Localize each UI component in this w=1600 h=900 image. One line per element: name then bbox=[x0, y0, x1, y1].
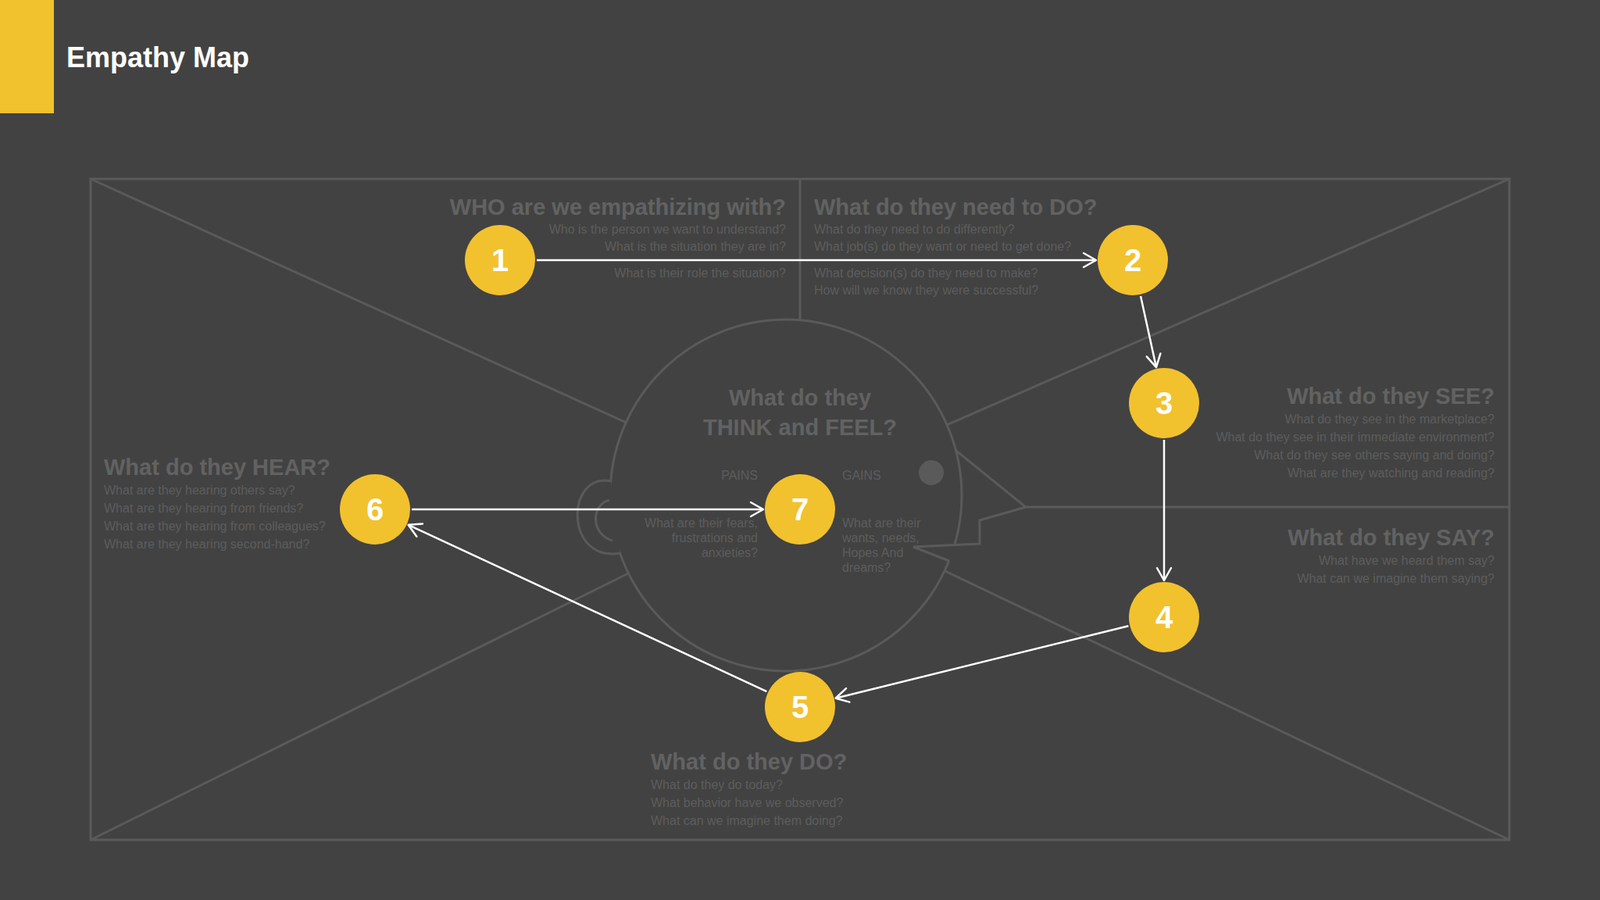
section-question: What decision(s) do they need to make? bbox=[814, 266, 1038, 281]
arrow-head bbox=[1146, 353, 1161, 368]
section-heading: What do they SAY? bbox=[1287, 524, 1495, 551]
step-circle: 1 bbox=[464, 225, 536, 296]
arrow-head bbox=[835, 688, 850, 702]
step-circle: 2 bbox=[1097, 225, 1168, 296]
flow-arrow bbox=[536, 253, 1097, 268]
flow-arrow bbox=[1157, 439, 1172, 581]
section-question: What are they watching and reading? bbox=[1287, 466, 1495, 481]
section-question: What do they see in the marketplace? bbox=[1284, 412, 1495, 427]
step-circle: 5 bbox=[764, 671, 836, 743]
section-question: What job(s) do they want or need to get … bbox=[814, 239, 1072, 254]
arrow-head bbox=[408, 523, 423, 536]
diagonal-line bbox=[785, 495, 1510, 840]
section-heading: What do they SEE? bbox=[1286, 382, 1495, 410]
head-outline bbox=[610, 319, 962, 672]
section-question: What are they hearing second-hand? bbox=[103, 537, 310, 552]
section-question: What do they see others saying and doing… bbox=[1253, 448, 1495, 463]
arrow-line bbox=[411, 508, 764, 511]
arrow-head bbox=[1083, 253, 1097, 268]
ear-inner bbox=[595, 500, 613, 541]
callout-number: 7 bbox=[791, 491, 809, 528]
section-question: What do they need to do differently? bbox=[814, 222, 1015, 237]
callout-number: 2 bbox=[1124, 242, 1142, 279]
callout-number: 5 bbox=[791, 689, 809, 725]
arrow-line bbox=[536, 259, 1097, 262]
flow-arrow bbox=[411, 502, 764, 517]
section-question: What do they do today? bbox=[650, 778, 783, 793]
section-heading: What do they DO? bbox=[650, 748, 847, 775]
section-question: What is their role the situation? bbox=[614, 266, 786, 281]
section-heading: What do they THINK and FEEL? bbox=[697, 382, 903, 443]
arrow-head bbox=[1157, 567, 1172, 581]
section-heading: What do they need to DO? bbox=[814, 193, 1098, 221]
arrow-line bbox=[1140, 296, 1157, 368]
arrow-line bbox=[835, 625, 1129, 698]
section-question: What have we heard them say? bbox=[1318, 553, 1495, 568]
flow-arrow bbox=[1140, 296, 1161, 368]
callout-number: 1 bbox=[491, 242, 509, 279]
page-title: Empathy Map bbox=[66, 40, 250, 75]
section-heading: WHO are we empathizing with? bbox=[450, 193, 786, 221]
section-question: What are they hearing from colleagues? bbox=[103, 519, 326, 534]
eye-dot bbox=[918, 460, 944, 486]
flow-arrow bbox=[835, 625, 1129, 702]
step-circle: 6 bbox=[339, 474, 411, 545]
face-mask bbox=[913, 450, 1026, 561]
section-question: What is the situation they are in? bbox=[604, 239, 786, 254]
step-circle: 4 bbox=[1128, 582, 1200, 653]
section-question: Who is the person we want to understand? bbox=[549, 222, 786, 237]
callout-number: 4 bbox=[1155, 599, 1173, 636]
section-question: What are their fears, frustrations and a… bbox=[617, 515, 758, 561]
map-border bbox=[90, 178, 1510, 840]
arrow-head bbox=[750, 502, 764, 517]
ear-outline bbox=[577, 480, 621, 554]
face-profile bbox=[913, 450, 1026, 561]
section-question: What are they hearing others say? bbox=[103, 483, 296, 498]
section-question: What are their wants, needs, Hopes And d… bbox=[842, 515, 933, 575]
accent-bar bbox=[0, 0, 54, 114]
section-question: PAINS bbox=[721, 468, 758, 483]
step-circle: 7 bbox=[764, 474, 836, 545]
section-question: What behavior have we observed? bbox=[650, 796, 843, 811]
section-question: GAINS bbox=[842, 468, 882, 483]
callout-number: 3 bbox=[1155, 385, 1173, 422]
step-circle: 3 bbox=[1128, 367, 1200, 439]
section-question: What do they see in their immediate envi… bbox=[1215, 430, 1495, 445]
section-question: What are they hearing from friends? bbox=[103, 501, 304, 516]
section-question: What can we imagine them doing? bbox=[650, 814, 843, 829]
arrow-line bbox=[1163, 439, 1166, 581]
section-heading: What do they HEAR? bbox=[103, 453, 331, 481]
divider-line bbox=[1025, 506, 1510, 509]
callout-number: 6 bbox=[366, 491, 384, 528]
section-question: What can we imagine them saying? bbox=[1296, 571, 1495, 586]
section-question: How will we know they were successful? bbox=[814, 283, 1039, 298]
